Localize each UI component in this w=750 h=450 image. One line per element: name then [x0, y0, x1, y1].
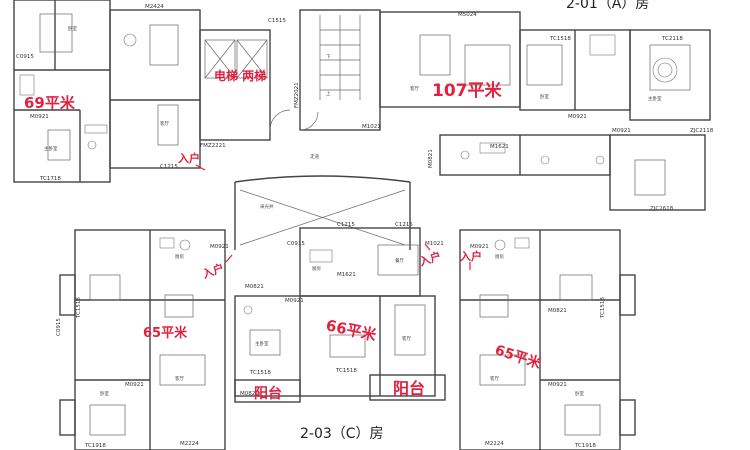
room-kitchen-c: 厨房: [312, 265, 321, 272]
annotation-entry-3: 入户: [417, 249, 442, 269]
code-c0915-mid: C0915: [287, 241, 305, 247]
code-c0915-l: C0915: [56, 318, 62, 336]
code-m0921-b: M0921: [612, 128, 631, 134]
room-living-bl: 客厅: [175, 375, 184, 382]
code-zjc2118: ZJC2118: [690, 128, 714, 134]
code-m0821-a: M0821: [428, 149, 434, 168]
code-m5024: M5024: [458, 12, 477, 18]
code-c1215-b: C1215: [337, 222, 355, 228]
entry-arrow-icon: [225, 254, 233, 263]
room-bedroom-tl: 卧室: [68, 25, 77, 32]
code-tc2118: TC2118: [661, 36, 683, 42]
room-living-tl: 客厅: [160, 120, 169, 127]
unit-69-walls: [13, 0, 201, 183]
room-living-tr: 客厅: [410, 85, 419, 92]
room-master-c: 主卧室: [255, 340, 269, 347]
code-m0921-f: M0921: [548, 382, 567, 388]
code-m1621: M1621: [490, 144, 509, 150]
annotation-entry-4: 入户: [460, 249, 482, 263]
code-zjc2618: ZJC2618: [650, 206, 674, 212]
room-living-c: 客厅: [402, 335, 411, 342]
unit-65-right-walls: [459, 229, 636, 450]
room-dining-c: 餐厅: [395, 257, 404, 264]
annotation-area-65-left: 65平米: [143, 325, 188, 341]
annotation-area-107: 107平米: [432, 80, 502, 101]
code-m0821-b: M0821: [245, 284, 264, 290]
unit-label-top-right: 2-01（A）房: [566, 0, 649, 12]
unit-66-walls: [234, 295, 446, 403]
code-m0821-d: M0821: [548, 308, 567, 314]
code-c1215-c: C1215: [395, 222, 413, 228]
room-stair-down: 下: [326, 54, 331, 60]
annotation-balcony-left: 阳台: [254, 385, 282, 402]
annotation-area-65-right: 65平米: [493, 341, 544, 372]
annotation-entry-1: 入户: [178, 151, 200, 165]
code-m0921-left: M0921: [30, 114, 49, 120]
code-m1621-b: M1621: [337, 272, 356, 278]
entry-arrow-icon: [424, 243, 431, 251]
entry-arrow-icon: [195, 164, 206, 171]
annotation-entry-2: 入户: [200, 260, 225, 281]
code-m0921-d: M0921: [125, 382, 144, 388]
code-m1021-b: M1021: [425, 241, 444, 247]
room-bedroom-bl: 卧室: [100, 390, 109, 397]
code-m1021-a: M1021: [362, 124, 381, 130]
annotation-area-69: 69平米: [24, 94, 76, 112]
unit-107-walls: [379, 11, 711, 211]
center-walls: [234, 175, 421, 297]
room-master-tl: 主卧室: [44, 145, 58, 152]
code-tc1518-l: TC1518: [76, 297, 82, 319]
code-tc1918-l: TC1918: [84, 443, 106, 449]
code-tc1518-c: TC1518: [249, 370, 271, 376]
code-m0921-g: M0921: [470, 244, 489, 250]
unit-65-left-walls: [59, 229, 226, 450]
code-fm2021: FMZ2021: [294, 82, 300, 108]
code-c1515-top: C1515: [268, 18, 286, 24]
room-master-tr: 主卧室: [648, 95, 662, 102]
annotation-elevator: 电梯 两梯: [214, 68, 266, 83]
code-fm2221: FMZ2221: [200, 143, 226, 149]
code-m0921-top: M0921: [568, 114, 587, 120]
code-tc1518-b: TC1518: [335, 368, 357, 374]
room-light-well: 采光井: [260, 203, 274, 210]
room-corridor: 走道: [310, 153, 319, 160]
code-tc1918-r: TC1918: [574, 443, 596, 449]
code-tc1518-r: TC1518: [600, 297, 606, 319]
room-bedroom-br: 卧室: [575, 390, 584, 397]
code-m2224-l: M2224: [180, 441, 199, 447]
code-c1215-a: C1215: [160, 164, 178, 170]
annotation-area-66: 66平米: [324, 316, 378, 344]
room-kitchen-bl: 厨房: [175, 253, 184, 260]
code-m0821-c: M0821: [240, 391, 259, 397]
code-m2224-r: M2224: [485, 441, 504, 447]
room-living-br: 客厅: [490, 375, 499, 382]
annotation-balcony-center: 阳台: [393, 379, 425, 398]
room-kitchen-br: 厨房: [495, 253, 504, 260]
code-m0921-c: M0921: [285, 298, 304, 304]
unit-label-bottom-center: 2-03（C）房: [300, 426, 384, 442]
code-c0915-tl: C0915: [16, 54, 34, 60]
code-tc1518-top: TC1518: [549, 36, 571, 42]
code-tc1718: TC1718: [39, 176, 61, 182]
room-bedroom-tr: 卧室: [540, 93, 549, 100]
code-m0921-e: M0921: [210, 244, 229, 250]
code-m2424-top: M2424: [145, 4, 164, 10]
room-stair-up: 上: [326, 90, 331, 97]
